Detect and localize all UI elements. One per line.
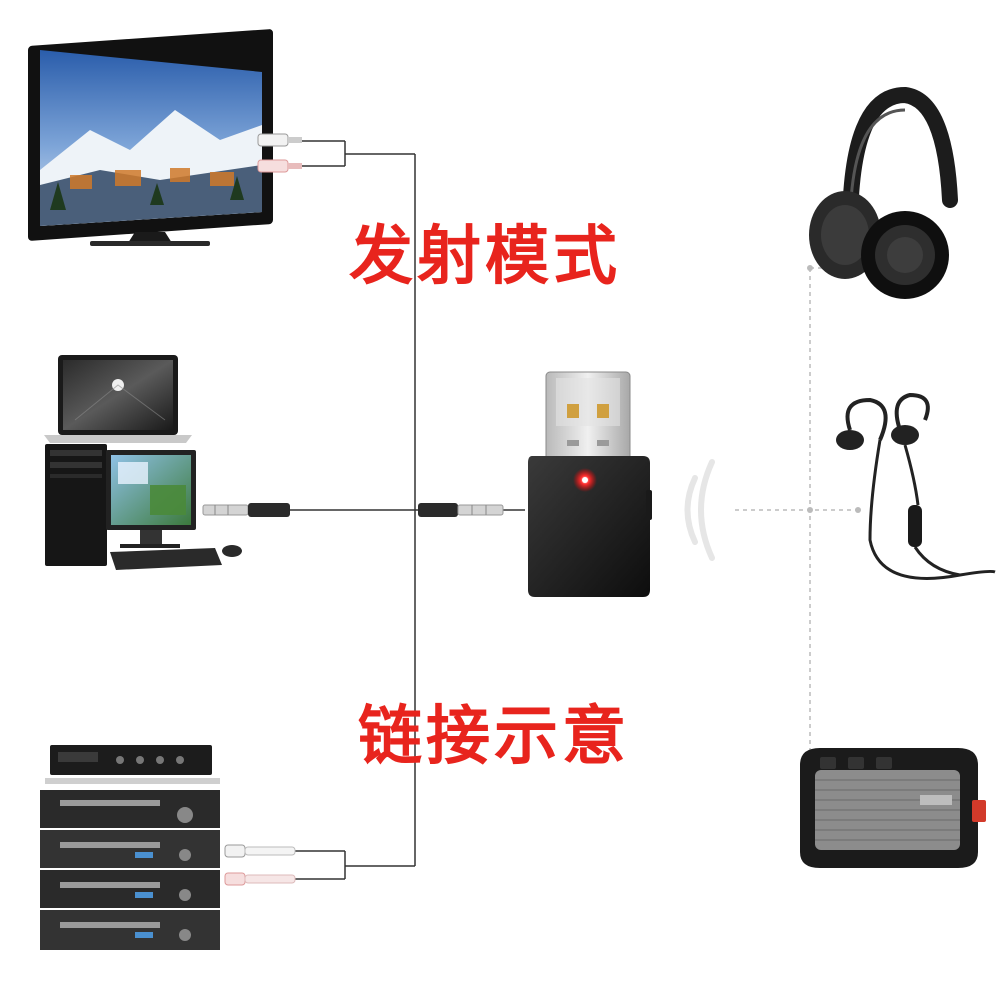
laptop-icon — [44, 355, 192, 443]
desktop-computer-icon — [45, 444, 290, 570]
wire-amplifier — [295, 850, 415, 880]
rca-plug-tv — [257, 133, 302, 173]
bluetooth-speaker-icon — [800, 748, 986, 868]
connection-diagram-title: 链接示意 — [358, 700, 630, 774]
amplifier-rack-icon — [40, 745, 296, 950]
audio-jack-computer — [202, 503, 290, 517]
neckband-earphones-icon — [836, 392, 996, 580]
audio-jack-transmitter — [418, 503, 504, 517]
transmit-mode-title: 发射模式 — [349, 220, 621, 294]
headphones-icon — [809, 86, 958, 299]
wire-tv — [270, 140, 415, 167]
usb-bluetooth-transmitter-icon — [528, 371, 652, 597]
tv-icon — [28, 29, 302, 246]
signal-wave-icon — [684, 459, 715, 561]
rca-plug-amplifier — [224, 844, 296, 886]
